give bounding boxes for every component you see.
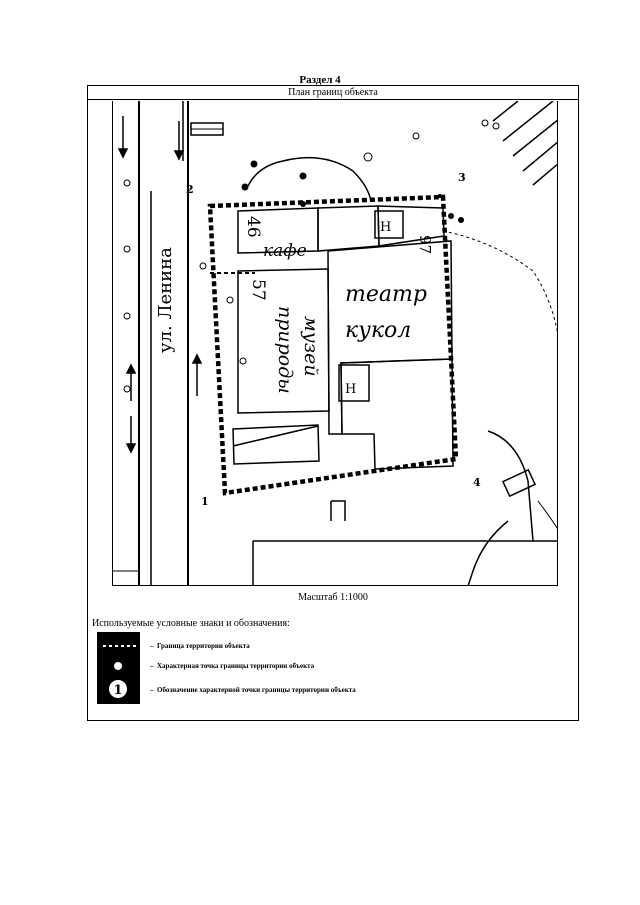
fence-top — [247, 156, 372, 202]
document-frame — [87, 85, 579, 721]
legend-item-boundary: – Граница территории объекта — [150, 642, 250, 650]
building-number-57: 57 — [248, 279, 268, 301]
object-boundary — [207, 194, 459, 496]
legend-item-point: – Характерная точка границы территории о… — [150, 662, 315, 670]
scale-label: Масштаб 1:1000 — [298, 592, 368, 603]
boundary-points — [241, 160, 464, 223]
svg-text:1: 1 — [113, 683, 122, 698]
building-number-46: 46 — [243, 216, 263, 238]
museum-label-line1: музей — [300, 316, 322, 377]
hatched-area — [492, 101, 557, 186]
nonresidential-mark-2: Н — [345, 382, 356, 397]
point-number-2: 2 — [186, 183, 194, 196]
legend-title: Используемые условные знаки и обозначени… — [92, 618, 290, 629]
cafe-label: кафе — [263, 241, 307, 261]
traffic-arrows — [117, 116, 203, 454]
point-number-4: 4 — [473, 476, 481, 489]
theater-label-line2: кукол — [345, 318, 411, 343]
legend-symbol-column: 1 — [97, 632, 140, 704]
plan-map: ул. Ленина — [112, 101, 558, 586]
point-number-3: 3 — [458, 171, 466, 184]
museum-label-line2: природы — [274, 306, 296, 394]
section-title: Раздел 4 — [299, 74, 341, 86]
fence-lower-right — [487, 430, 534, 542]
legend-item-numbered-point: – Обозначение характерной точки границы … — [150, 686, 356, 694]
tree-markers — [123, 119, 500, 393]
building-number-97: 97 — [416, 235, 434, 254]
nonresidential-mark-1: Н — [380, 220, 391, 235]
point-number-1: 1 — [201, 495, 209, 508]
boundary-point-icon — [114, 662, 122, 670]
plan-caption: План границ объекта — [87, 85, 579, 100]
dotted-boundary-icon — [103, 645, 136, 647]
theater-label-line1: театр — [345, 282, 427, 307]
numbered-point-icon: 1 — [109, 680, 127, 698]
street-label: ул. Ленина — [155, 247, 176, 353]
